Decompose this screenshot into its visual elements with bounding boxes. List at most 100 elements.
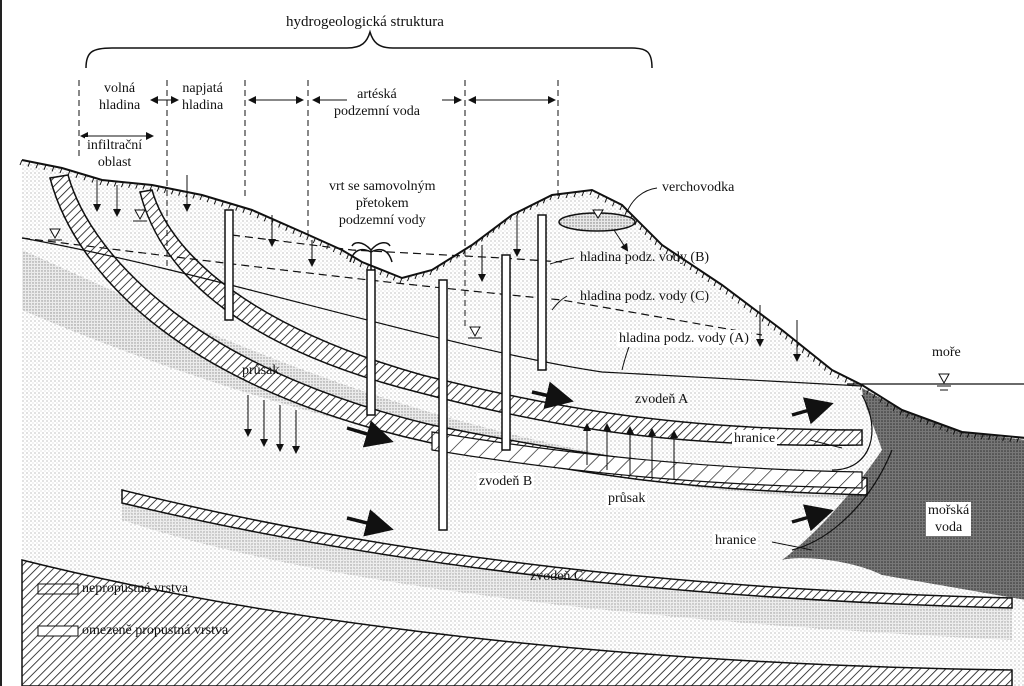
grass-tick: [392, 275, 396, 281]
grass-tick: [429, 269, 433, 276]
grass-tick: [263, 216, 267, 222]
grass-tick: [352, 257, 356, 264]
grass-tick: [773, 325, 777, 331]
aquifer-c: [122, 495, 1012, 640]
grass-tick: [812, 356, 816, 362]
grass-tick: [749, 307, 753, 313]
grass-tick: [536, 201, 540, 207]
grass-tick: [128, 182, 132, 189]
grass-tick: [379, 269, 383, 276]
grass-tick: [27, 161, 31, 167]
grass-tick: [509, 214, 513, 221]
grass-tick: [779, 329, 783, 336]
grass-tick: [442, 261, 446, 267]
grass-tick: [242, 207, 246, 214]
grass-tick: [565, 192, 569, 199]
grass-tick: [604, 197, 608, 203]
grass-tick: [332, 246, 336, 253]
impermeable-base: [21, 559, 1013, 686]
label-hranice-1: hranice: [732, 430, 778, 447]
grass-tick: [837, 373, 840, 379]
grass-tick: [619, 204, 623, 211]
label-hladina-a: hladina podz. vody (A): [617, 330, 751, 347]
grass-tick: [522, 208, 526, 214]
wells: [224, 209, 547, 531]
grass-tick: [743, 302, 747, 309]
grass-tick: [542, 198, 546, 204]
grass-tick: [755, 311, 759, 318]
grass-tick: [912, 414, 916, 421]
grass-tick: [386, 272, 390, 278]
grass-tick: [707, 276, 711, 283]
grass-tick: [346, 253, 350, 260]
grass-tick: [939, 424, 943, 430]
grass-tick: [492, 227, 496, 234]
grass-tick: [823, 365, 827, 371]
grass-tick: [959, 431, 963, 438]
grass-tick: [612, 201, 615, 207]
grass-tick: [120, 181, 124, 188]
label-hladina-c: hladina podz. vody (C): [580, 289, 710, 304]
palm-tree-icon: [349, 242, 393, 270]
grass-tick: [701, 272, 705, 279]
grass-tick: [689, 264, 693, 271]
grass-tick: [649, 234, 653, 241]
grass-tick: [589, 189, 593, 196]
grass-tick: [359, 261, 363, 268]
grass-tick: [35, 163, 39, 169]
grass-tick: [422, 271, 425, 278]
grass-tick: [549, 194, 553, 201]
label-verchovodka: verchovodka: [662, 180, 735, 195]
grass-tick: [285, 225, 289, 231]
grass-tick: [1002, 435, 1006, 442]
grass-tick: [654, 239, 658, 246]
grass-tick: [987, 434, 991, 440]
grass-tick: [59, 167, 63, 174]
grass-tick: [1009, 436, 1013, 442]
grass-tick: [299, 231, 303, 238]
grass-tick: [713, 280, 717, 287]
grass-tick: [529, 204, 533, 211]
grass-tick: [844, 377, 848, 383]
grass-tick: [683, 260, 687, 267]
grass-tick: [228, 203, 232, 209]
label-hladina-b: hladina podz. vody (B): [580, 250, 710, 265]
grass-tick: [449, 257, 453, 263]
label-prusak-2: průsak: [606, 490, 648, 507]
grass-tick: [801, 347, 805, 353]
grass-tick: [671, 252, 675, 259]
grass-tick: [91, 177, 95, 183]
grass-tick: [149, 184, 153, 191]
grass-tick: [192, 193, 196, 199]
grass-tick: [106, 180, 110, 186]
grass-tick: [624, 209, 628, 216]
grass-tick: [235, 205, 239, 211]
grass-tick: [946, 426, 950, 433]
grass-tick: [199, 194, 203, 201]
grass-tick: [731, 293, 735, 300]
water-table-b: [231, 234, 563, 263]
grass-tick: [665, 248, 669, 255]
grass-tick: [306, 234, 310, 241]
grass-tick: [573, 191, 577, 198]
grass-tick: [156, 186, 160, 192]
grass-tick: [892, 405, 896, 412]
grass-tick: [256, 212, 260, 219]
legend-impermeable: nepropustná vrstva: [82, 581, 189, 596]
zone-dividers: [78, 80, 559, 330]
grass-tick: [886, 401, 890, 407]
grass-tick: [43, 164, 47, 170]
grass-tick: [142, 184, 146, 190]
grass-tick: [818, 360, 822, 367]
limited-permeable-layer: [431, 431, 863, 489]
grass-tick: [99, 179, 103, 186]
grass-tick: [170, 189, 174, 195]
grass-tick: [866, 388, 870, 395]
impermeable-bottom: [121, 489, 1013, 609]
grass-tick: [498, 223, 502, 229]
grass-tick: [761, 316, 765, 322]
